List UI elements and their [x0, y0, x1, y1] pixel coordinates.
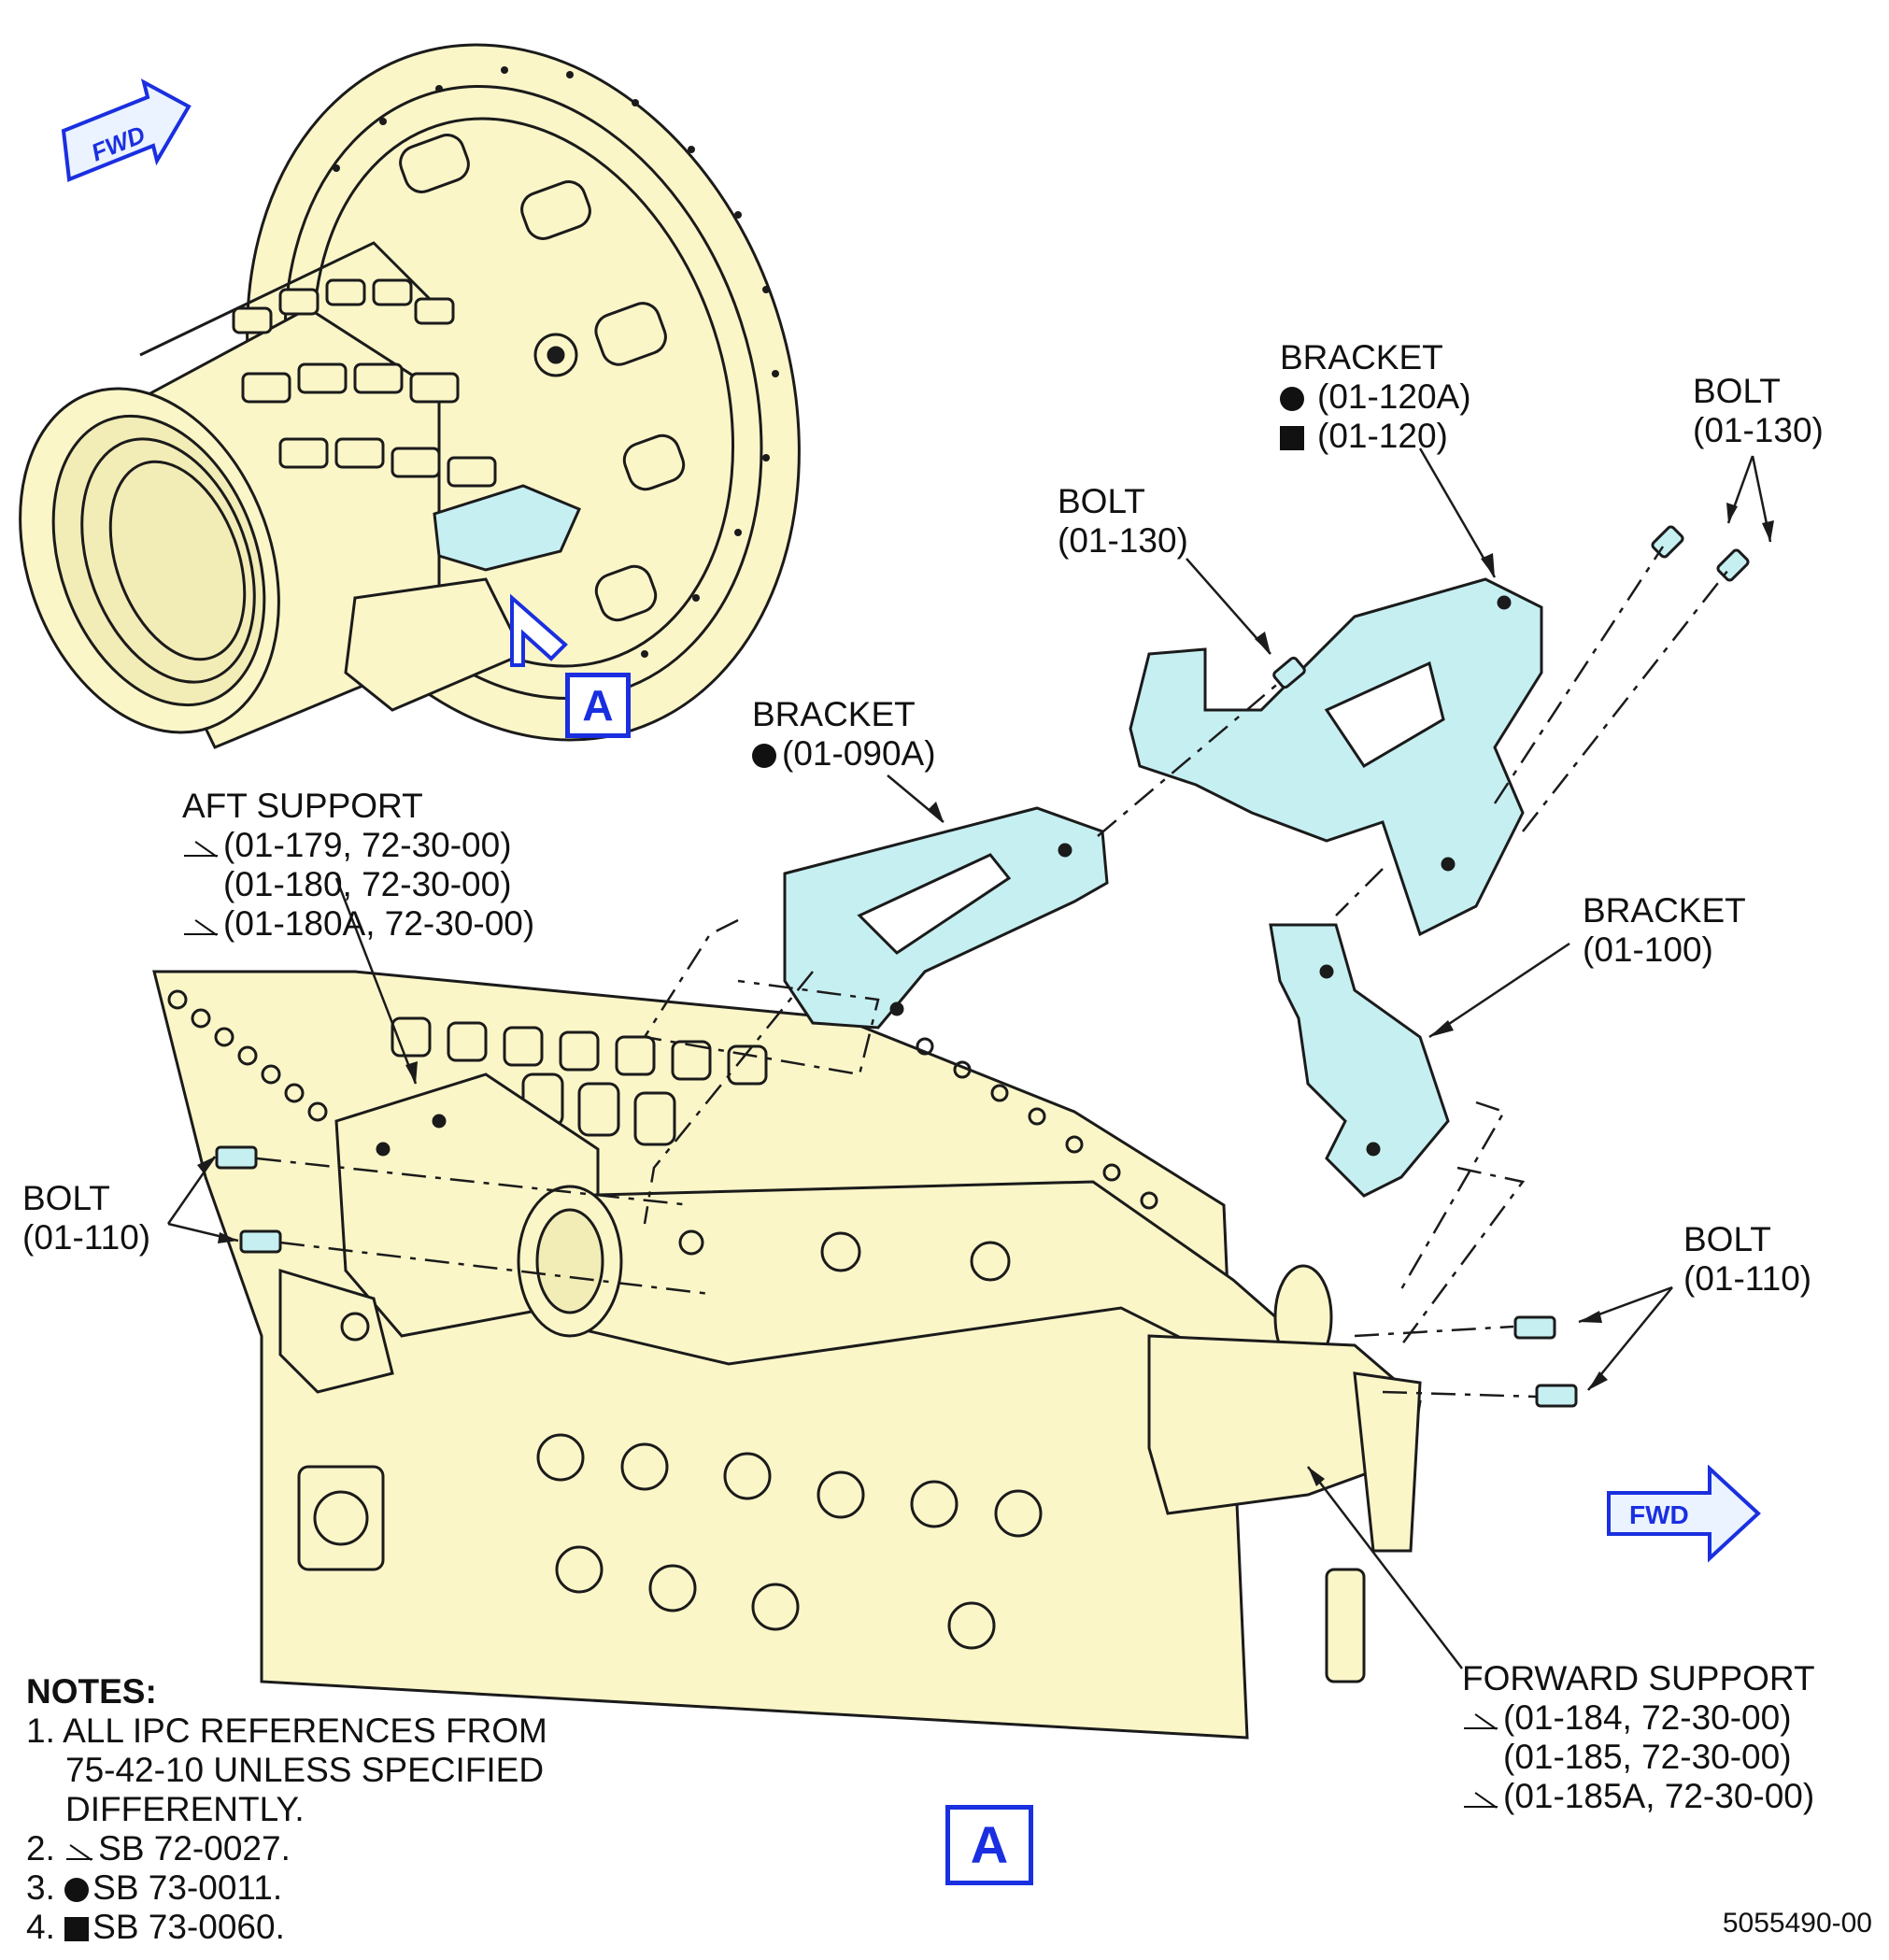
leader-arrowheads [197, 503, 1774, 1486]
label-bolt-01-110-left: BOLT (01-110) [22, 1179, 150, 1257]
label-bolt-01-110-left-line1: (01-110) [22, 1218, 151, 1257]
label-bolt-01-130-right: BOLT (01-130) [1693, 372, 1824, 450]
label-forward-support-title: FORWARD SUPPORT [1462, 1659, 1815, 1697]
label-bolt-01-110-right-line1: (01-110) [1683, 1259, 1812, 1298]
label-bolt-01-130-mid-title: BOLT [1058, 482, 1145, 520]
note-4-number: 4. [26, 1908, 55, 1946]
sb-triangle-marker [64, 1836, 98, 1864]
label-forward-support-line2: (01-185, 72-30-00) [1503, 1738, 1792, 1776]
note-2-text: SB 72-0027. [98, 1829, 291, 1868]
label-bracket-01-090a-line1: (01-090A) [782, 734, 936, 773]
label-bracket-01-090a-title: BRACKET [752, 695, 916, 733]
bullet-marker [752, 744, 776, 768]
view-marker-small: A [565, 673, 631, 738]
label-bracket-01-090a: BRACKET (01-090A) [752, 695, 936, 774]
fwd-arrow-bottom: FWD [1607, 1465, 1761, 1563]
bullet-marker [1280, 387, 1304, 411]
sb-triangle-marker [182, 832, 223, 860]
label-bolt-01-110-left-title: BOLT [22, 1179, 110, 1217]
sb-triangle-marker [182, 911, 223, 939]
sb-triangle-marker [1462, 1705, 1503, 1733]
label-aft-support-title: AFT SUPPORT [182, 787, 423, 825]
label-bolt-01-130-mid-line1: (01-130) [1058, 521, 1188, 560]
document-number: 5055490-00 [1722, 1908, 1872, 1939]
notes-block: NOTES: 1. ALL IPC REFERENCES FROM 75-42-… [26, 1672, 547, 1947]
label-bracket-01-120-line2: (01-120) [1317, 417, 1448, 455]
label-bracket-01-100-title: BRACKET [1583, 891, 1746, 930]
note-2-number: 2. [26, 1829, 55, 1868]
note-3-number: 3. [26, 1868, 55, 1907]
label-bracket-01-100-line1: (01-100) [1583, 930, 1713, 969]
note-1-line-1: 1. ALL IPC REFERENCES FROM [26, 1711, 547, 1750]
centerlines [256, 546, 1729, 1399]
engine-overview-drawing [19, 43, 801, 749]
bolts [215, 525, 1750, 1408]
label-bolt-01-130-right-line1: (01-130) [1693, 411, 1824, 449]
note-4-text: SB 73-0060. [92, 1908, 285, 1946]
label-forward-support: FORWARD SUPPORT (01-184, 72-30-00) (01-1… [1462, 1659, 1815, 1816]
label-bracket-01-120-line1: (01-120A) [1317, 377, 1471, 416]
note-1-line-2: 75-42-10 UNLESS SPECIFIED [65, 1751, 545, 1789]
brackets [783, 577, 1543, 1198]
bullet-marker [64, 1878, 90, 1902]
note-1-line-3: DIFFERENTLY. [65, 1790, 305, 1828]
leader-lines [166, 447, 1772, 1669]
fwd-arrow-top: FWD [61, 78, 192, 182]
notes-heading: NOTES: [26, 1672, 157, 1711]
label-aft-support-line3: (01-180A, 72-30-00) [223, 904, 535, 943]
fwd-label-bottom: FWD [1629, 1500, 1689, 1529]
label-aft-support-line1: (01-179, 72-30-00) [223, 826, 512, 864]
label-forward-support-line3: (01-185A, 72-30-00) [1503, 1777, 1815, 1815]
label-aft-support: AFT SUPPORT (01-179, 72-30-00) (01-180, … [182, 787, 534, 944]
view-marker-large: A [945, 1805, 1033, 1885]
support-assembly-drawing [152, 970, 1422, 1740]
label-bolt-01-110-right: BOLT (01-110) [1683, 1220, 1811, 1299]
square-marker [1280, 426, 1304, 450]
label-bolt-01-110-right-title: BOLT [1683, 1220, 1771, 1258]
label-bolt-01-130-right-title: BOLT [1693, 372, 1781, 410]
label-bolt-01-130-mid: BOLT (01-130) [1058, 482, 1188, 561]
label-bracket-01-120-title: BRACKET [1280, 338, 1443, 376]
label-forward-support-line1: (01-184, 72-30-00) [1503, 1698, 1792, 1737]
label-bracket-01-120: BRACKET (01-120A) (01-120) [1280, 338, 1471, 456]
square-marker [64, 1917, 90, 1941]
note-3-text: SB 73-0011. [92, 1868, 283, 1907]
label-bracket-01-100: BRACKET (01-100) [1583, 891, 1746, 970]
view-a-pointer-arrow [510, 593, 568, 667]
label-aft-support-line2: (01-180, 72-30-00) [223, 865, 512, 903]
sb-triangle-marker [1462, 1783, 1503, 1811]
